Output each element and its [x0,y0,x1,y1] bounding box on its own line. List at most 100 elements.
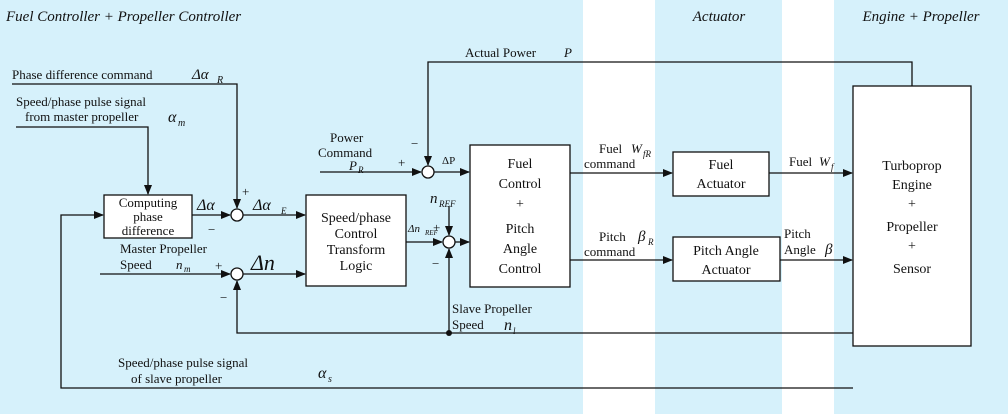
svg-text:m: m [178,118,185,129]
sign-actual-power-minus: − [411,136,418,151]
svg-text:E: E [280,206,287,216]
svg-text:n: n [176,257,183,272]
svg-text:Logic: Logic [340,259,373,274]
block-computing-phase: Computing phase difference [103,194,193,239]
svg-text:Pitch Angle: Pitch Angle [693,244,759,259]
label-power-command: Power Command P R [318,130,373,175]
svg-text:Command: Command [318,145,373,160]
sum-junction-phase [230,208,244,222]
line-slave-speed [233,280,853,334]
svg-text:+: + [908,239,916,254]
label-master-pulse: Speed/phase pulse signal from master pro… [16,94,185,129]
svg-text:Control: Control [499,177,542,192]
block-engine: Turboprop Engine + Propeller + Sensor [852,85,972,347]
sign-phase-computed-minus: − [208,222,215,237]
svg-text:Power: Power [330,130,364,145]
svg-text:command: command [584,156,636,171]
label-fuel-output: Fuel W f [789,154,835,172]
label-pitch-output: Pitch Angle β [784,226,833,258]
sign-master-speed-plus: + [215,258,222,273]
svg-text:l: l [513,326,516,336]
svg-text:β: β [637,229,646,245]
svg-text:Δα: Δα [252,197,271,214]
svg-text:Master Propeller: Master Propeller [120,241,208,256]
sign-slave-speed-ref-minus: − [432,256,439,271]
svg-text:Sensor: Sensor [893,262,931,277]
line-master-pulse [16,126,152,195]
svg-text:Actuator: Actuator [702,263,751,278]
svg-text:Speed/phase pulse signal: Speed/phase pulse signal [118,355,248,370]
label-slave-speed: Slave Propeller Speed n l [452,301,532,336]
svg-text:Computing: Computing [119,195,178,210]
svg-text:of slave propeller: of slave propeller [131,371,223,386]
svg-text:Actual Power: Actual Power [465,45,537,60]
block-speed-phase-logic: Speed/phase Control Transform Logic [305,194,407,287]
svg-text:W: W [819,154,831,169]
svg-text:Speed/phase pulse signal: Speed/phase pulse signal [16,94,146,109]
svg-text:REF: REF [438,199,456,209]
svg-text:Transform: Transform [327,243,386,258]
region-title-controller: Fuel Controller + Propeller Controller [5,9,241,25]
sign-slave-speed-minus: − [220,290,227,305]
svg-text:fR: fR [643,149,652,159]
svg-text:α: α [318,365,327,382]
svg-text:P: P [563,45,572,60]
line-slave-pulse [60,211,853,389]
svg-text:Δα: Δα [191,67,210,83]
svg-text:Control: Control [499,262,542,277]
sum-junction-speed [230,267,244,281]
svg-text:α: α [168,109,177,126]
svg-text:from master propeller: from master propeller [25,109,139,124]
block-fuel-actuator: Fuel Actuator [672,151,770,197]
svg-text:Fuel: Fuel [709,158,734,173]
label-n-ref: n REF [430,191,456,209]
svg-text:Angle: Angle [784,242,816,257]
svg-text:REF: REF [424,229,439,237]
svg-text:Propeller: Propeller [886,220,938,235]
svg-text:+: + [908,197,916,212]
svg-text:Pitch: Pitch [784,226,811,241]
svg-text:n: n [504,317,512,334]
label-delta-n-ref: Δn REF [407,223,439,237]
svg-text:Fuel: Fuel [599,141,623,156]
region-title-engine: Engine + Propeller [861,9,979,25]
label-phase-command: Phase difference command Δα R [12,67,223,86]
region-title-actuator: Actuator [692,9,746,25]
line-actual-power [424,61,913,166]
svg-text:Engine: Engine [892,178,932,193]
svg-text:Slave Propeller: Slave Propeller [452,301,532,316]
svg-text:phase: phase [133,209,163,224]
svg-text:difference: difference [122,223,175,238]
svg-text:β: β [824,242,833,258]
svg-text:R: R [216,75,223,86]
sign-power-cmd-plus: + [398,155,405,170]
svg-text:R: R [357,165,364,175]
svg-text:Fuel: Fuel [508,157,533,172]
svg-text:P: P [348,158,357,173]
svg-text:Pitch: Pitch [506,222,535,237]
svg-text:command: command [584,244,636,259]
signal-lines [12,61,913,389]
svg-text:+: + [516,197,524,212]
svg-text:W: W [631,141,643,156]
svg-text:Fuel: Fuel [789,154,813,169]
svg-text:Actuator: Actuator [697,177,746,192]
block-fuel-pitch-control: Fuel Control + Pitch Angle Control [469,144,571,288]
label-master-speed: Master Propeller Speed n m [120,241,208,274]
svg-text:Pitch: Pitch [599,229,626,244]
sum-junction-speed-ref [442,235,456,249]
svg-text:R: R [647,237,654,247]
svg-text:s: s [328,374,332,385]
line-phase-command [12,83,241,209]
label-delta-alpha-e: Δα E [252,197,287,216]
label-slave-pulse: Speed/phase pulse signal of slave propel… [118,355,332,386]
svg-text:m: m [184,264,191,274]
svg-text:Speed: Speed [120,257,152,272]
label-pitch-command: Pitch β R command [584,229,654,259]
label-fuel-command: Fuel W fR command [584,141,652,171]
label-delta-alpha: Δα [196,197,215,214]
svg-text:n: n [430,191,438,207]
label-actual-power: Actual Power P [465,45,572,60]
